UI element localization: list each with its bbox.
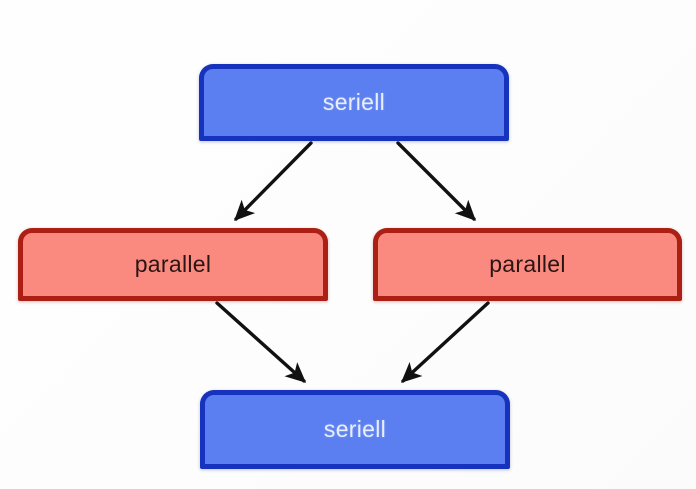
node-label: parallel <box>489 251 566 277</box>
edge-left-to-bottom <box>215 301 307 383</box>
node-label: seriell <box>323 416 387 442</box>
node-parallel-right[interactable]: parallel <box>373 228 682 301</box>
node-label: parallel <box>134 251 212 277</box>
node-seriell-top[interactable]: seriell <box>199 64 509 141</box>
edge-right-to-bottom <box>400 301 490 383</box>
edge-top-to-left <box>234 141 313 221</box>
node-label: seriell <box>322 89 386 115</box>
node-parallel-left[interactable]: parallel <box>18 228 328 301</box>
node-seriell-bottom[interactable]: seriell <box>200 390 510 469</box>
edge-top-to-right <box>396 141 476 221</box>
